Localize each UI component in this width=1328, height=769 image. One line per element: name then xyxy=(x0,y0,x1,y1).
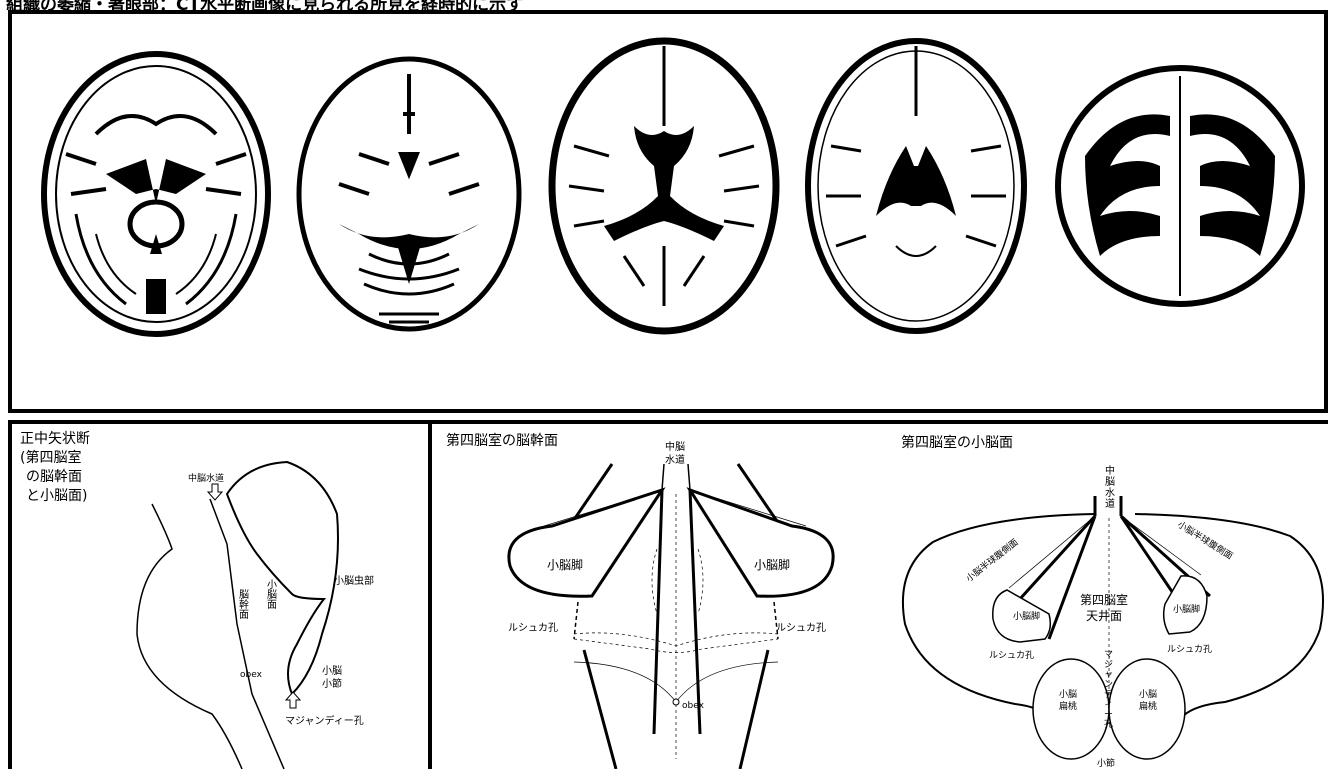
sagittal-cerebellar-face-label: 小脳面 xyxy=(265,579,277,610)
sagittal-title-line-1: 正中矢状断 xyxy=(20,430,90,449)
brainstem-peduncle-left-label: 小脳脚 xyxy=(547,557,583,572)
cerebellar-nodulus-label: 小節 xyxy=(1097,757,1115,769)
sagittal-title: 正中矢状断 (第四脳室 の脳幹面 と小脳面) xyxy=(20,430,90,506)
brainstem-aqueduct-label-1: 中脳 xyxy=(665,440,685,453)
brainstem-obex-label: obex xyxy=(682,701,705,711)
cerebellar-magendie-label-1: マ xyxy=(1104,650,1113,660)
cerebellar-peduncle-right-label: 小脳脚 xyxy=(1173,603,1200,615)
cerebellar-tonsil-left-label-2: 扁桃 xyxy=(1059,700,1077,712)
cerebellar-aqueduct-label-4: 道 xyxy=(1105,497,1115,510)
cerebellar-hemisphere-left-label: 小脳半球腹側面 xyxy=(963,536,1020,584)
cerebellar-peduncle-left-label: 小脳脚 xyxy=(1013,610,1040,622)
aqueduct-arrow xyxy=(208,484,222,500)
ct-scan-row xyxy=(12,14,1324,409)
ct-slice-vertex xyxy=(1058,68,1302,304)
magendie-arrow xyxy=(286,692,300,708)
cerebellar-face-panel: 第四脳室の小脳面 中 脳 水 道 小脳半球腹側面 小脳半球腹側面 小脳脚 小脳脚… xyxy=(895,420,1328,769)
brainstem-luschka-left-label: ルシュカ孔 xyxy=(508,622,558,634)
brainstem-luschka-right-label: ルシュカ孔 xyxy=(776,622,826,634)
ct-slice-lateral-ventricles xyxy=(552,41,776,331)
cerebellar-roof-label-2: 天井面 xyxy=(1086,609,1122,623)
cerebellar-aqueduct-label-2: 脳 xyxy=(1105,476,1115,488)
cerebellum-outline xyxy=(227,462,338,694)
cerebellar-magendie-label-7: ー xyxy=(1104,710,1113,720)
sagittal-nodulus-label-1: 小脳 xyxy=(322,665,342,677)
cerebellar-tonsil-right-label-2: 扁桃 xyxy=(1139,700,1157,712)
brainstem-aqueduct-label-2: 水道 xyxy=(665,453,685,466)
cerebellar-roof-label-1: 第四脳室 xyxy=(1080,592,1128,607)
header-title: 組織の萎縮・著眼部：CT水平断画像に見られる所見を経時的に示す xyxy=(6,0,523,10)
cerebellar-title: 第四脳室の小脳面 xyxy=(901,434,1013,453)
sagittal-title-line-2: (第四脳室 xyxy=(20,449,90,468)
sagittal-obex-label: obex xyxy=(240,670,263,680)
cerebellar-magendie-label-4: ン xyxy=(1104,680,1113,690)
sagittal-brainstem-face-label: 脳幹面 xyxy=(237,589,249,620)
cerebellar-diagram: 中 脳 水 道 小脳半球腹側面 小脳半球腹側面 小脳脚 小脳脚 第四脳室 天井面… xyxy=(895,424,1328,769)
cerebellar-aqueduct-label-1: 中 xyxy=(1105,464,1115,477)
right-peduncle-shape xyxy=(690,490,833,596)
cerebellar-luschka-right-label: ルシュカ孔 xyxy=(1167,644,1212,655)
brainstem-face-panel: 第四脳室の脳幹面 中脳 水道 小脳脚 小脳脚 ルシュカ孔 ルシュカ孔 obex xyxy=(428,420,899,769)
ct-slice-ventricle-body xyxy=(808,41,1024,331)
ct-slice-posterior-fossa xyxy=(44,54,268,334)
cerebellar-magendie-label-5: デ xyxy=(1104,688,1113,700)
header-title-strip: 組織の萎縮・著眼部：CT水平断画像に見られる所見を経時的に示す xyxy=(0,0,1328,10)
sagittal-nodulus-label-2: 小節 xyxy=(322,677,342,690)
left-peduncle-shape xyxy=(509,490,662,596)
sagittal-magendie-label: マジャンディー孔 xyxy=(285,714,364,727)
cerebellar-magendie-label-8: 孔 xyxy=(1104,719,1113,730)
cerebellar-hemisphere-right-label: 小脳半球腹側面 xyxy=(1175,518,1235,562)
aqueduct-outline xyxy=(662,464,690,490)
sagittal-aqueduct-label: 中脳水道 xyxy=(188,472,224,484)
ct-slice-basal-ganglia xyxy=(299,59,519,329)
cerebellar-tonsil-left-label-1: 小脳 xyxy=(1059,688,1077,700)
cerebellar-tonsil-right-label-1: 小脳 xyxy=(1139,688,1157,700)
sagittal-section-panel: 正中矢状断 (第四脳室 の脳幹面 と小脳面) 中脳水道 小脳虫部 脳幹面 小脳面… xyxy=(8,420,432,769)
cerebellar-magendie-label-6: ィ xyxy=(1104,700,1113,710)
brainstem-title: 第四脳室の脳幹面 xyxy=(446,432,558,451)
brainstem-peduncle-right-label: 小脳脚 xyxy=(754,557,790,572)
cerebellar-magendie-label-3: ャ xyxy=(1104,670,1113,680)
sagittal-vermis-label: 小脳虫部 xyxy=(334,574,374,587)
brainstem-diagram: 中脳 水道 小脳脚 小脳脚 ルシュカ孔 ルシュカ孔 obex xyxy=(432,424,895,769)
sagittal-title-line-3: の脳幹面 xyxy=(20,468,90,487)
sagittal-title-line-4: と小脳面) xyxy=(20,487,90,506)
ct-scan-panel xyxy=(8,10,1328,413)
cerebellar-aqueduct-label-3: 水 xyxy=(1105,487,1115,499)
cerebellar-magendie-label-2: ジ xyxy=(1104,660,1113,670)
cerebellar-luschka-left-label: ルシュカ孔 xyxy=(989,650,1034,661)
